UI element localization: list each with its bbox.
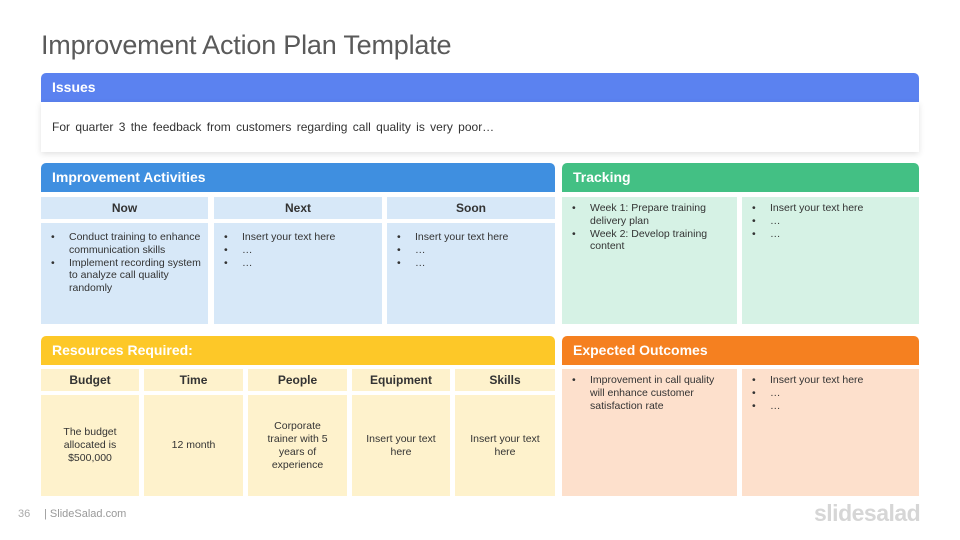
list-item: … (752, 228, 913, 241)
now-cell: Conduct training to enhance communicatio… (41, 223, 208, 324)
column-header-now: Now (41, 197, 208, 219)
page-title: Improvement Action Plan Template (41, 30, 452, 60)
column-header-budget: Budget (41, 369, 139, 391)
tracking-cell-right: Insert your text here … … (742, 197, 919, 324)
outcomes-cell-right: Insert your text here … … (742, 369, 919, 496)
list-item: … (224, 244, 376, 257)
list-item: Improvement in call quality will enhance… (572, 374, 731, 412)
skills-cell: Insert your text here (455, 395, 555, 496)
issues-header: Issues (41, 73, 919, 102)
expected-outcomes-header: Expected Outcomes (562, 336, 919, 365)
list-item: … (752, 387, 913, 400)
column-header-equipment: Equipment (352, 369, 450, 391)
list-item: … (397, 257, 549, 270)
list-item: Week 1: Prepare training delivery plan (572, 202, 731, 228)
budget-cell: The budget allocated is $500,000 (41, 395, 139, 496)
slidesalad-logo: slidesalad (814, 500, 921, 526)
tracking-list-left: Week 1: Prepare training delivery plan W… (562, 197, 737, 253)
list-item: Insert your text here (224, 231, 376, 244)
outcomes-list-right: Insert your text here … … (742, 369, 919, 412)
column-header-next: Next (214, 197, 382, 219)
outcomes-cell-left: Improvement in call quality will enhance… (562, 369, 737, 496)
people-cell: Corporate trainer with 5 years of experi… (248, 395, 347, 496)
column-header-people: People (248, 369, 347, 391)
list-item: … (752, 400, 913, 413)
tracking-header: Tracking (562, 163, 919, 192)
outcomes-list-left: Improvement in call quality will enhance… (562, 369, 737, 412)
soon-cell: Insert your text here … … (387, 223, 555, 324)
resources-required-header: Resources Required: (41, 336, 555, 365)
list-item: Insert your text here (752, 374, 913, 387)
column-header-time: Time (144, 369, 243, 391)
list-item: Week 2: Develop training content (572, 228, 731, 254)
list-item: … (397, 244, 549, 257)
tracking-list-right: Insert your text here … … (742, 197, 919, 240)
page-number: 36 (18, 508, 31, 520)
now-list: Conduct training to enhance communicatio… (41, 223, 208, 295)
footer-site-link[interactable]: | SlideSalad.com (44, 508, 127, 520)
list-item: Insert your text here (752, 202, 913, 215)
list-item: … (224, 257, 376, 270)
list-item: Conduct training to enhance communicatio… (51, 231, 202, 257)
issues-text: For quarter 3 the feedback from customer… (41, 102, 919, 152)
next-list: Insert your text here … … (214, 223, 382, 269)
list-item: Insert your text here (397, 231, 549, 244)
soon-list: Insert your text here … … (387, 223, 555, 269)
time-cell: 12 month (144, 395, 243, 496)
improvement-activities-header: Improvement Activities (41, 163, 555, 192)
column-header-soon: Soon (387, 197, 555, 219)
list-item: Implement recording system to analyze ca… (51, 257, 202, 295)
equipment-cell: Insert your text here (352, 395, 450, 496)
column-header-skills: Skills (455, 369, 555, 391)
next-cell: Insert your text here … … (214, 223, 382, 324)
list-item: … (752, 215, 913, 228)
tracking-cell-left: Week 1: Prepare training delivery plan W… (562, 197, 737, 324)
